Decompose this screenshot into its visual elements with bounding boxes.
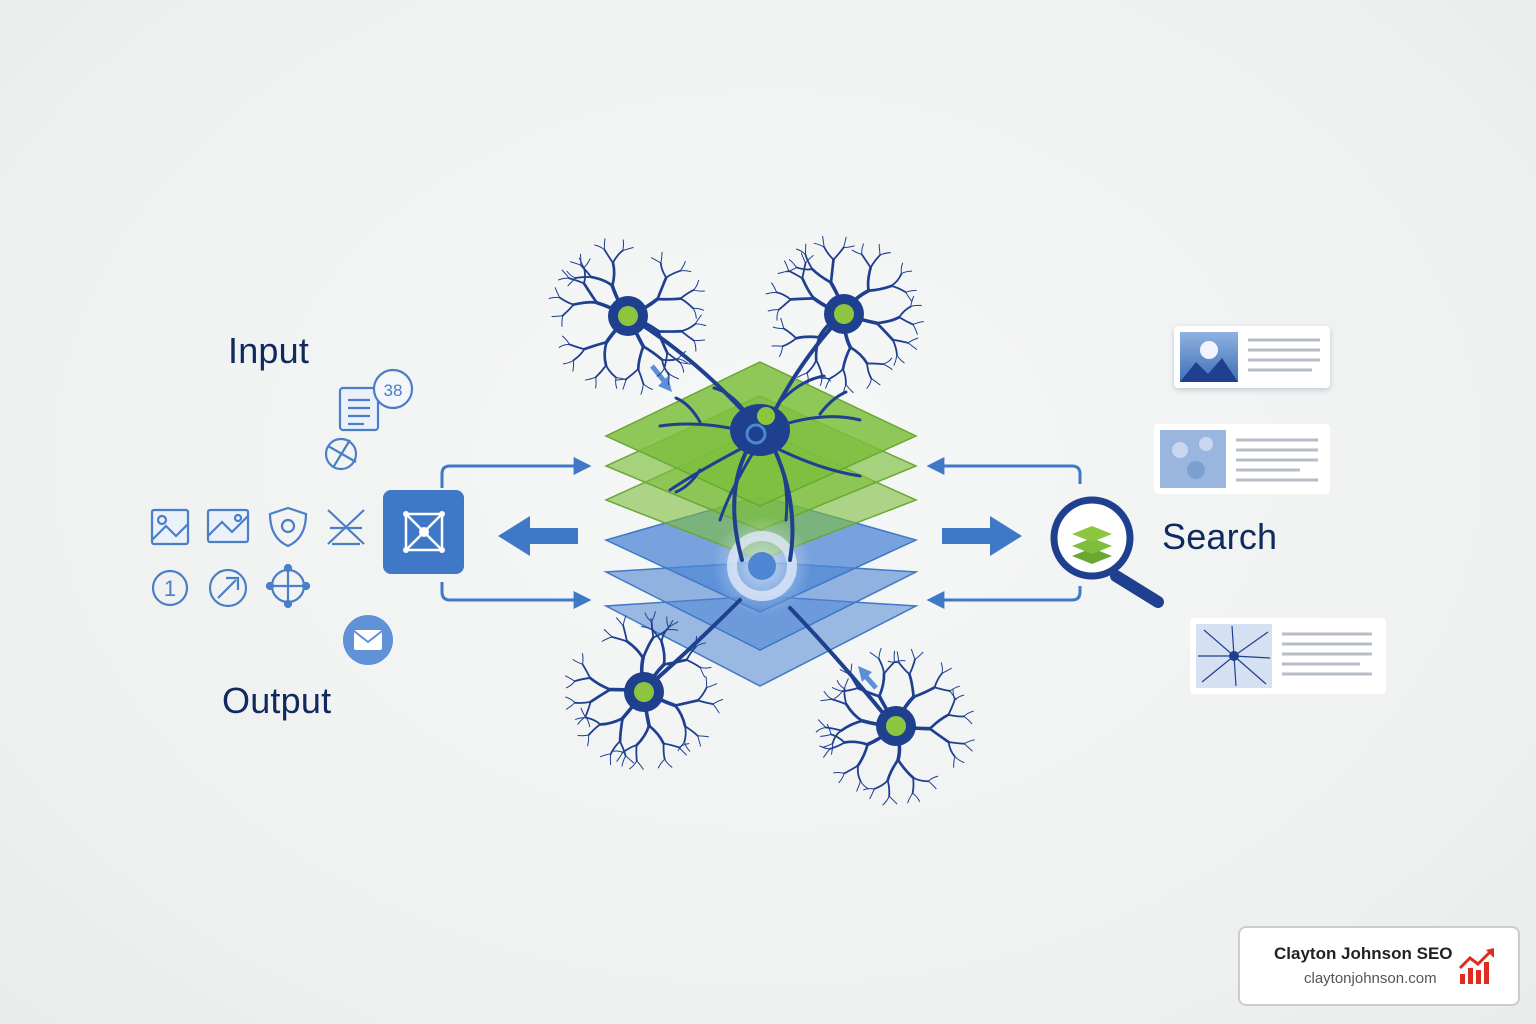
crosshair-icon [265, 563, 311, 609]
input-icon-cluster: 38 1 [150, 368, 414, 609]
search-result-3[interactable] [1190, 618, 1386, 694]
document-icon [338, 386, 380, 432]
crossed-tool-icon [327, 509, 365, 546]
outer-neuron [815, 647, 975, 806]
central-neuron [658, 374, 862, 522]
search-arrow [942, 516, 1022, 556]
neuron-nucleus [886, 716, 906, 736]
outer-neuron [564, 611, 724, 770]
connector-right-top [926, 457, 1082, 484]
bar-chart-trend-icon [1458, 948, 1494, 984]
connector-left-top [440, 457, 592, 488]
connector-right-bottom [926, 586, 1082, 609]
input-label: Input [228, 330, 310, 371]
outer-neurons [548, 235, 975, 806]
circled-one-icon: 1 [151, 569, 189, 607]
search-result-1[interactable] [1174, 326, 1330, 388]
connector-left-bottom [440, 582, 592, 609]
output-arrow [498, 516, 578, 556]
output-label: Output [222, 680, 332, 721]
neuron-nucleus [634, 682, 654, 702]
magnifier-icon[interactable] [1050, 496, 1164, 608]
number-badge-icon: 38 [372, 368, 414, 410]
network-node-icon[interactable] [383, 490, 464, 574]
compass-icon [324, 437, 358, 471]
outer-neuron [548, 238, 707, 395]
share-arrow-icon [208, 568, 248, 608]
result-thumbnail [1160, 430, 1226, 488]
brand-name: Clayton Johnson SEO [1274, 944, 1453, 963]
focus-ring [727, 531, 797, 601]
layers-icon [1072, 526, 1112, 564]
search-result-2[interactable] [1154, 424, 1330, 494]
brand-url: claytonjohnson.com [1304, 970, 1437, 987]
search-label: Search [1162, 516, 1278, 557]
envelope-icon [343, 615, 393, 665]
brand-watermark-card: Clayton Johnson SEO claytonjohnson.com [1238, 926, 1520, 1006]
image-icon [150, 508, 190, 546]
outer-neuron [765, 235, 924, 396]
badge-number: 38 [384, 381, 403, 400]
feed-arrow-bottom [858, 666, 878, 690]
shield-icon [268, 506, 308, 548]
neuron-nucleus [618, 306, 638, 326]
circled-digit: 1 [164, 576, 176, 601]
flow-connectors [440, 457, 1082, 609]
photo-icon [206, 508, 250, 544]
neuron-nucleus [834, 304, 854, 324]
